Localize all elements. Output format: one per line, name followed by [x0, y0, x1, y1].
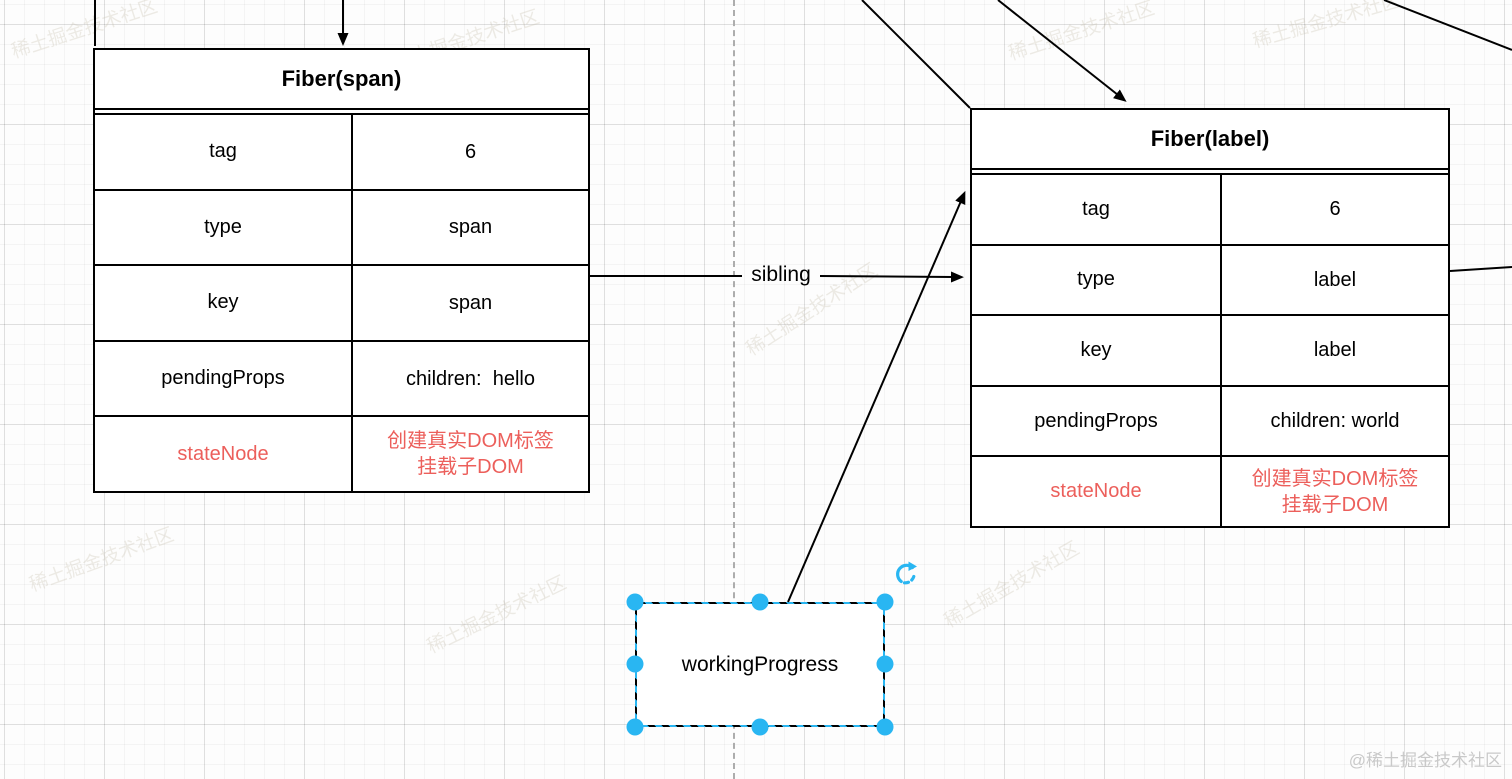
row-key: tag [95, 115, 353, 189]
table-title: Fiber(span) [95, 50, 588, 110]
table-body: tag 6 type label key label pendingProps … [972, 173, 1448, 526]
selection-handle-top-left[interactable] [626, 593, 644, 611]
row-value: children: world [1270, 410, 1400, 433]
row-value: children: hello [406, 367, 535, 390]
row-value: label [1313, 268, 1357, 291]
row-key: pendingProps [95, 341, 353, 416]
edge-into-label-corner[interactable] [861, 0, 971, 109]
edge-top-right[interactable] [1383, 0, 1512, 51]
row-key: key [972, 316, 1222, 385]
row-value: span [448, 216, 493, 239]
edge-workingprogress-to-label[interactable] [787, 190, 966, 603]
table-row[interactable]: type span [95, 188, 588, 265]
community-watermark: @稀土掘金技术社区 [1348, 751, 1502, 770]
selection-handle-bottom-center[interactable] [751, 718, 769, 736]
fiber-label-table[interactable]: Fiber(label) tag 6 type label key label … [970, 108, 1450, 528]
workingprogress-node[interactable]: workingProgress [635, 602, 885, 727]
background-watermark: 稀土掘金技术社区 [26, 524, 177, 597]
row-key: pendingProps [972, 386, 1222, 456]
table-row[interactable]: pendingProps children: world [972, 384, 1448, 456]
rotate-icon[interactable] [892, 560, 920, 593]
table-row[interactable]: tag 6 [95, 115, 588, 189]
sibling-edge-right-segment[interactable] [819, 271, 964, 283]
row-key: tag [972, 175, 1222, 244]
workingprogress-label: workingProgress [681, 652, 839, 676]
edge-child-arrow-label[interactable] [997, 0, 1127, 102]
selection-handle-mid-right[interactable] [876, 655, 894, 673]
row-key: stateNode [95, 417, 353, 491]
row-key: type [95, 190, 353, 265]
row-value: 6 [464, 140, 477, 163]
background-watermark: 稀土掘金技术社区 [423, 572, 570, 659]
table-row[interactable]: pendingProps children: hello [95, 339, 588, 416]
background-watermark: 稀土掘金技术社区 [1006, 0, 1158, 65]
row-key: key [95, 266, 353, 340]
row-value: 6 [1329, 198, 1341, 221]
table-row[interactable]: tag 6 [972, 175, 1448, 244]
table-title: Fiber(label) [972, 110, 1448, 170]
row-key: stateNode [972, 457, 1222, 526]
sibling-edge-label[interactable]: sibling [751, 263, 811, 286]
selection-handle-bottom-left[interactable] [626, 718, 644, 736]
selection-handle-bottom-right[interactable] [876, 718, 894, 736]
table-row[interactable]: stateNode 创建真实DOM标签 挂载子DOM [972, 455, 1448, 526]
row-value: 创建真实DOM标签 挂载子DOM [1251, 467, 1419, 516]
table-row[interactable]: key span [95, 264, 588, 340]
table-row[interactable]: stateNode 创建真实DOM标签 挂载子DOM [95, 415, 588, 491]
background-watermark: 稀土掘金技术社区 [940, 538, 1084, 633]
table-body: tag 6 type span key span pendingProps ch… [95, 113, 588, 491]
background-watermark: 稀土掘金技术社区 [1250, 0, 1403, 53]
row-value: span [448, 291, 493, 314]
selection-handle-top-center[interactable] [751, 593, 769, 611]
edge-label-right-exit[interactable] [1449, 266, 1512, 272]
row-value: 创建真实DOM标签 挂载子DOM [387, 430, 554, 479]
page-guide-line [733, 0, 735, 779]
selection-handle-mid-left[interactable] [626, 655, 644, 673]
table-row[interactable]: type label [972, 243, 1448, 315]
table-row[interactable]: key label [972, 314, 1448, 385]
row-value: label [1313, 339, 1357, 362]
row-key: type [972, 245, 1222, 315]
selection-handle-top-right[interactable] [876, 593, 894, 611]
fiber-span-table[interactable]: Fiber(span) tag 6 type span key span pen… [93, 48, 590, 493]
